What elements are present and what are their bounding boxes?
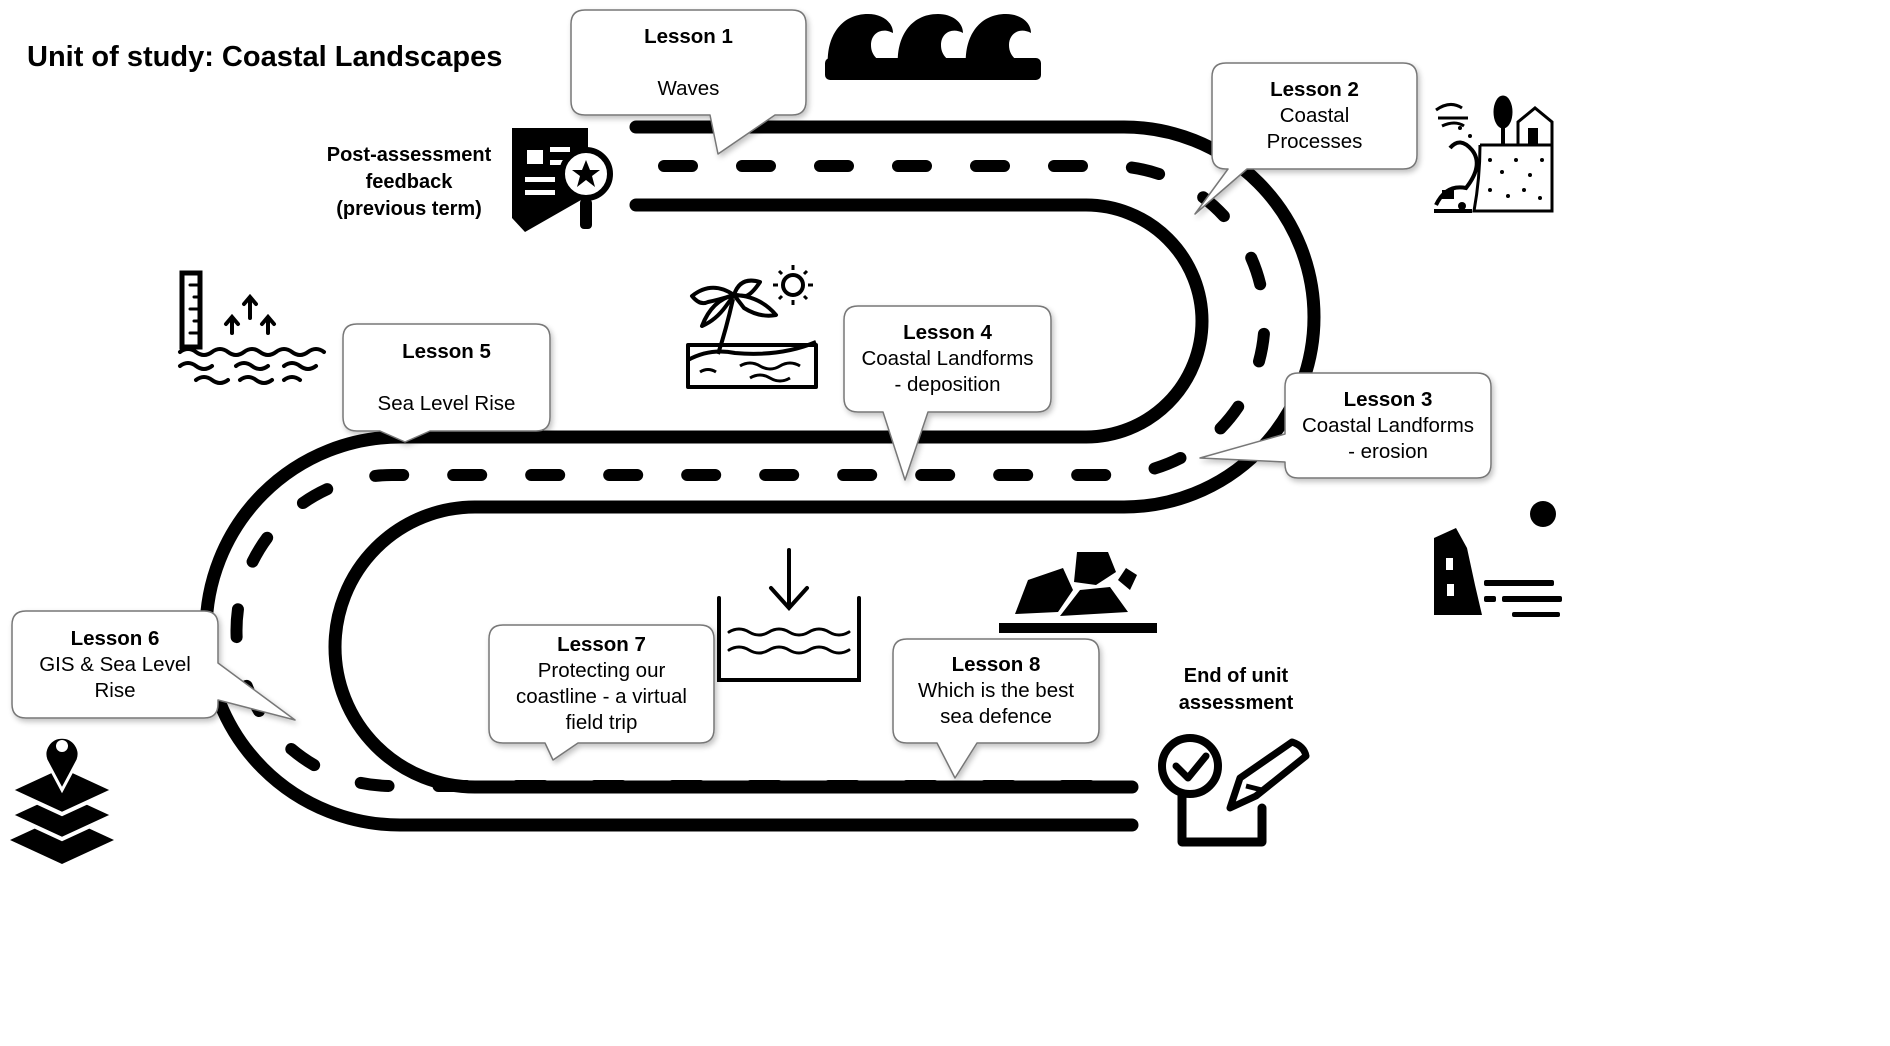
sea-level-rise-icon bbox=[178, 270, 326, 385]
lesson-5-callout bbox=[342, 323, 551, 443]
lesson-4-callout bbox=[843, 305, 1052, 481]
lesson-2-box[interactable]: Lesson 2 Coastal Processes bbox=[1212, 63, 1417, 169]
lesson-5-box[interactable]: Lesson 5 Sea Level Rise bbox=[343, 324, 550, 431]
lesson-heading: Lesson 1 bbox=[644, 24, 733, 48]
road-diagram bbox=[5, 9, 1562, 864]
lesson-4-box[interactable]: Lesson 4 Coastal Landforms - deposition bbox=[844, 306, 1051, 412]
lesson-topic: Protecting our coastline - a virtual fie… bbox=[516, 659, 687, 734]
lesson-1-box[interactable]: Lesson 1 Waves bbox=[571, 10, 806, 115]
lesson-heading: Lesson 3 bbox=[1343, 387, 1433, 411]
lesson-heading: Lesson 4 bbox=[903, 321, 992, 344]
post-assessment-feedback-label: Post-assessment feedback (previous term) bbox=[326, 144, 492, 220]
lesson-topic: Waves bbox=[657, 76, 720, 100]
waves-icon bbox=[825, 14, 1041, 80]
road-inner-edge bbox=[199, 198, 1209, 832]
lesson-topic: Coastal Processes bbox=[1266, 104, 1363, 153]
lesson-heading: Lesson 6 bbox=[70, 626, 160, 650]
lesson-7-box[interactable]: Lesson 7 Protecting our coastline - a vi… bbox=[489, 625, 714, 743]
feedback-document-icon bbox=[512, 128, 613, 232]
lesson-3-box[interactable]: Lesson 3 Coastal Landforms - erosion bbox=[1285, 373, 1491, 478]
tank-icon bbox=[717, 548, 861, 682]
lesson-heading: Lesson 7 bbox=[557, 633, 646, 656]
lesson-topic: Coastal Landforms - erosion bbox=[1301, 413, 1475, 463]
end-of-unit-assessment-label: End of unit assessment bbox=[1178, 665, 1294, 714]
lesson-topic: GIS & Sea Level Rise bbox=[39, 652, 191, 702]
road-center-dashes bbox=[230, 160, 1271, 792]
assessment-icon bbox=[1158, 734, 1310, 847]
cliff-icon bbox=[1434, 501, 1562, 617]
lesson-8-box[interactable]: Lesson 8 Which is the best sea defence bbox=[893, 639, 1099, 743]
lesson-topic: Sea Level Rise bbox=[377, 391, 516, 415]
rocks-icon bbox=[999, 552, 1157, 633]
lesson-heading: Lesson 8 bbox=[951, 653, 1041, 676]
road bbox=[199, 120, 1321, 832]
coastal-erosion-dots bbox=[1458, 126, 1544, 200]
lesson-topic: Coastal Landforms - deposition bbox=[861, 347, 1034, 396]
lesson-2-callout bbox=[1194, 62, 1418, 215]
page-title: Unit of study: Coastal Landscapes bbox=[27, 41, 503, 73]
lesson-8-callout bbox=[892, 638, 1100, 779]
lesson-heading: Lesson 5 bbox=[402, 339, 491, 363]
lesson-topic: Which is the best sea defence bbox=[917, 679, 1075, 728]
lesson-heading: Lesson 2 bbox=[1270, 78, 1359, 101]
lesson-6-callout bbox=[11, 610, 296, 721]
lesson-1-callout bbox=[570, 9, 807, 155]
coastal-erosion-icon bbox=[1434, 95, 1554, 213]
lesson-3-callout bbox=[1199, 372, 1492, 479]
lesson-7-callout bbox=[488, 624, 715, 761]
road-outer-edge bbox=[328, 120, 1321, 794]
lesson-6-box[interactable]: Lesson 6 GIS & Sea Level Rise bbox=[12, 611, 218, 718]
gis-layers-icon bbox=[5, 735, 119, 864]
beach-icon bbox=[686, 265, 818, 389]
